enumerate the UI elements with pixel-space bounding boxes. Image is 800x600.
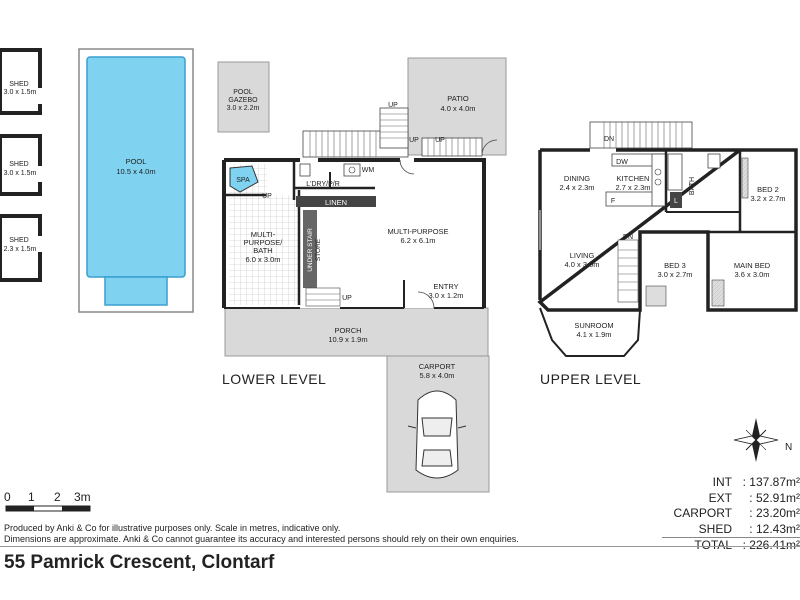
area-row-int: INT : 137.87m² <box>662 475 800 491</box>
under-stair-label-1: UNDER STAIR <box>307 228 314 272</box>
mp-bath-name-1: MULTI- <box>251 230 276 239</box>
patio-name: PATIO <box>447 94 469 103</box>
pool-gazebo: POOL GAZEBO 3.0 x 2.2m <box>217 61 270 133</box>
dw-label: DW <box>616 159 628 166</box>
property-address: 55 Pamrick Crescent, Clontarf <box>4 552 275 573</box>
dn-label-2: DN <box>623 234 633 241</box>
area-label: TOTAL <box>694 538 732 552</box>
area-summary: INT : 137.87m² EXT : 52.91m² CARPORT : 23.2… <box>662 475 800 554</box>
area-value: : 226.41m² <box>742 538 800 552</box>
pool-size: 10.5 x 4.0m <box>116 167 155 176</box>
mp-bath-name-3: BATH <box>253 246 272 255</box>
l-label: L <box>674 198 678 205</box>
porch: PORCH 10.9 x 1.9m <box>224 307 489 357</box>
area-label: CARPORT <box>673 506 732 520</box>
up-label-3: UP <box>435 137 445 144</box>
shed-3-size: 2.3 x 1.5m <box>4 246 37 253</box>
gazebo-size: 3.0 x 2.2m <box>227 105 260 112</box>
shed-2-size: 3.0 x 1.5m <box>4 170 37 177</box>
carport-name: CARPORT <box>419 362 456 371</box>
up-label-5: UP <box>262 193 272 200</box>
bed2-size: 3.2 x 2.7m <box>750 194 785 203</box>
patio-size: 4.0 x 4.0m <box>440 104 475 113</box>
area-row-ext: EXT : 52.91m² <box>662 491 800 507</box>
area-value: : 12.43m² <box>749 521 800 536</box>
lower-level-title: LOWER LEVEL <box>222 371 327 387</box>
multipurpose-name: MULTI-PURPOSE <box>387 227 448 236</box>
main-bed-name: MAIN BED <box>734 261 771 270</box>
scale-tick-2: 2 <box>54 490 61 504</box>
shed-1: SHED 3.0 x 1.5m <box>0 48 42 115</box>
dn-label-1: DN <box>604 136 614 143</box>
carport-size: 5.8 x 4.0m <box>419 371 454 380</box>
disclaimer: Produced by Anki & Co for illustrative p… <box>4 523 519 545</box>
carport: CARPORT 5.8 x 4.0m <box>386 355 490 493</box>
area-value: : 137.87m² <box>742 475 800 489</box>
area-label: SHED <box>698 521 732 536</box>
mp-bath-name-2: PURPOSE/ <box>244 238 284 247</box>
gazebo-name-2: GAZEBO <box>228 97 258 104</box>
upper-level-house: DN SUNROOM 4.1 x 1.9m DW F DINING 2.4 x … <box>537 121 798 357</box>
up-label-1: UP <box>388 102 398 109</box>
multipurpose-size: 6.2 x 6.1m <box>400 236 435 245</box>
area-row-total: TOTAL : 226.41m² <box>662 537 800 554</box>
sunroom-size: 4.1 x 1.9m <box>576 330 611 339</box>
scale-tick-1: 1 <box>28 490 35 504</box>
compass-icon <box>733 418 779 462</box>
area-value: : 52.91m² <box>749 490 800 505</box>
area-value: : 23.20m² <box>749 506 800 520</box>
disclaimer-line-2: Dimensions are approximate. Anki & Co ca… <box>4 534 519 544</box>
shed-3: SHED 2.3 x 1.5m <box>0 214 42 282</box>
living-name: LIVING <box>570 251 595 260</box>
disclaimer-line-1: Produced by Anki & Co for illustrative p… <box>4 523 341 533</box>
shed-3-name: SHED <box>9 237 28 244</box>
area-label: INT <box>712 475 732 489</box>
bed3-name: BED 3 <box>664 261 686 270</box>
entry-name: ENTRY <box>433 282 458 291</box>
kitchen-name: KITCHEN <box>617 174 650 183</box>
linen-label: LINEN <box>325 198 347 207</box>
porch-size: 10.9 x 1.9m <box>328 335 367 344</box>
shed-2: SHED 3.0 x 1.5m <box>0 134 42 196</box>
main-bed-size: 3.6 x 3.0m <box>734 270 769 279</box>
gazebo-name-1: POOL <box>233 89 253 96</box>
sunroom-name: SUNROOM <box>574 321 613 330</box>
upper-level-title: UPPER LEVEL <box>540 371 642 387</box>
entry-size: 3.0 x 1.2m <box>428 291 463 300</box>
bath-label: BATH <box>689 177 696 195</box>
bed2-name: BED 2 <box>757 185 779 194</box>
up-label-2: UP <box>409 137 419 144</box>
ldry-label: L'DRY/P/R <box>306 181 340 188</box>
area-label: EXT <box>708 490 732 505</box>
dining-name: DINING <box>564 174 590 183</box>
wm-label: WM <box>362 167 375 174</box>
dining-size: 2.4 x 2.3m <box>559 183 594 192</box>
shed-1-name: SHED <box>9 81 28 88</box>
shed-1-size: 3.0 x 1.5m <box>4 89 37 96</box>
car-icon <box>407 390 467 479</box>
under-stair-label-2: STORE <box>315 238 322 261</box>
divider <box>0 546 800 547</box>
compass-north-label: N <box>785 442 793 453</box>
bed3-size: 3.0 x 2.7m <box>657 270 692 279</box>
scale-tick-3: 3m <box>74 490 91 504</box>
scale-tick-0: 0 <box>4 490 11 504</box>
mp-bath-size: 6.0 x 3.0m <box>245 255 280 264</box>
spa-label: SPA <box>236 177 250 184</box>
area-row-shed: SHED : 12.43m² <box>662 522 800 538</box>
area-row-carport: CARPORT : 23.20m² <box>662 506 800 522</box>
living-size: 4.0 x 3.0m <box>564 260 599 269</box>
up-label-4: UP <box>342 295 352 302</box>
lower-entry-stairs: UP UP UP <box>302 102 483 158</box>
pool: POOL 10.5 x 4.0m <box>78 48 194 313</box>
scale-bar <box>5 505 91 512</box>
kitchen-size: 2.7 x 2.3m <box>615 183 650 192</box>
lower-level-house: SPA LINEN UNDER STAIR STORE UP UP L'DRY/… <box>222 158 486 309</box>
shed-2-name: SHED <box>9 161 28 168</box>
porch-name: PORCH <box>334 326 361 335</box>
f-label: F <box>611 198 615 205</box>
pool-name: POOL <box>126 157 147 166</box>
